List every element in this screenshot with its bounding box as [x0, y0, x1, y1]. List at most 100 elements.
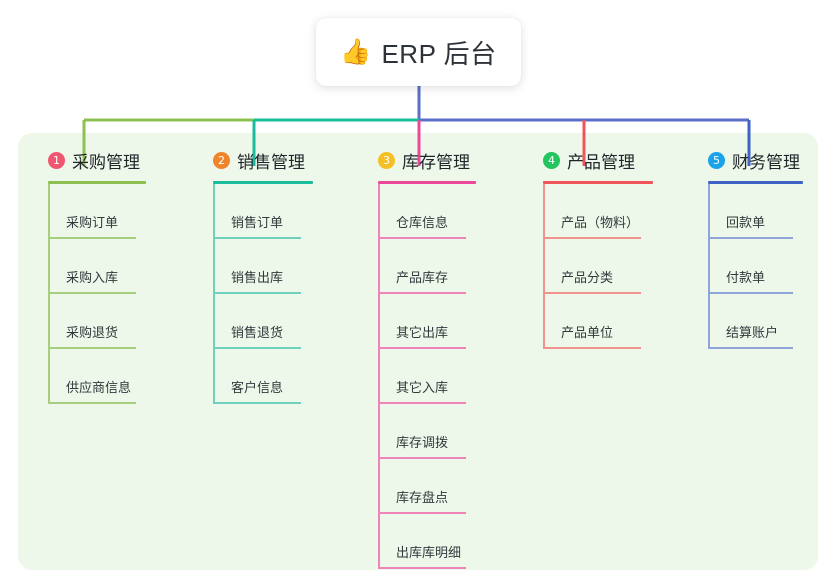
- leaf-rule: [708, 292, 793, 294]
- leaf-label: 库存盘点: [396, 490, 449, 505]
- leaf-node[interactable]: 出库库明细: [378, 514, 466, 569]
- leaf-node[interactable]: 产品库存: [378, 239, 466, 294]
- branch-column-3: 3 库存管理仓库信息产品库存其它出库其它入库库存调拨库存盘点出库库明细: [378, 148, 476, 569]
- leaf-node[interactable]: 其它出库: [378, 294, 466, 349]
- branch-title: 产品管理: [567, 152, 635, 172]
- branch-leaf-list: 仓库信息产品库存其它出库其它入库库存调拨库存盘点出库库明细: [378, 184, 466, 569]
- leaf-rule: [213, 402, 301, 404]
- leaf-label: 产品（物料）: [561, 215, 640, 230]
- leaf-node[interactable]: 其它入库: [378, 349, 466, 404]
- leaf-rule: [48, 402, 136, 404]
- branch-header-5[interactable]: 5 财务管理: [708, 148, 800, 172]
- branch-column-1: 1 采购管理采购订单采购入库采购退货供应商信息: [48, 148, 146, 404]
- leaf-label: 其它出库: [396, 325, 449, 340]
- leaf-rule: [543, 347, 641, 349]
- branch-leaf-list: 采购订单采购入库采购退货供应商信息: [48, 184, 136, 404]
- branch-header-4[interactable]: 4 产品管理: [543, 148, 635, 172]
- leaf-node[interactable]: 采购订单: [48, 184, 136, 239]
- branch-header-rule: [213, 181, 313, 184]
- root-title: ERP 后台: [381, 38, 497, 69]
- leaf-rule: [48, 237, 136, 239]
- leaf-node[interactable]: 客户信息: [213, 349, 301, 404]
- leaf-label: 销售出库: [231, 270, 284, 285]
- leaf-rule: [213, 292, 301, 294]
- leaf-rule: [708, 237, 793, 239]
- thumbs-up-icon: 👍: [340, 37, 372, 66]
- leaf-rule: [378, 347, 466, 349]
- branch-spine: [48, 184, 50, 404]
- branch-column-4: 4 产品管理产品（物料） 产品分类产品单位: [543, 148, 653, 349]
- branch-header-3[interactable]: 3 库存管理: [378, 148, 470, 172]
- branch-leaf-list: 产品（物料） 产品分类产品单位: [543, 184, 641, 349]
- leaf-rule: [378, 402, 466, 404]
- leaf-label: 产品分类: [561, 270, 614, 285]
- leaf-label: 采购退货: [66, 325, 119, 340]
- leaf-node[interactable]: 产品（物料）: [543, 184, 641, 239]
- leaf-rule: [378, 567, 466, 569]
- branch-spine: [708, 184, 710, 349]
- branch-spine: [378, 184, 380, 569]
- leaf-node[interactable]: 销售订单: [213, 184, 301, 239]
- leaf-node[interactable]: 供应商信息: [48, 349, 136, 404]
- leaf-node[interactable]: 库存盘点: [378, 459, 466, 514]
- leaf-label: 采购入库: [66, 270, 119, 285]
- leaf-rule: [378, 457, 466, 459]
- leaf-node[interactable]: 仓库信息: [378, 184, 466, 239]
- branch-leaf-list: 销售订单销售出库销售退货客户信息: [213, 184, 301, 404]
- leaf-node[interactable]: 库存调拨: [378, 404, 466, 459]
- diagram-background-panel: [18, 133, 818, 570]
- leaf-rule: [213, 237, 301, 239]
- branch-header-rule: [48, 181, 146, 184]
- branch-title: 采购管理: [72, 152, 140, 172]
- leaf-node[interactable]: 结算账户: [708, 294, 793, 349]
- leaf-rule: [378, 237, 466, 239]
- branch-spine: [213, 184, 215, 404]
- branch-title: 财务管理: [732, 152, 800, 172]
- leaf-rule: [543, 237, 641, 239]
- branch-column-5: 5 财务管理回款单付款单结算账户: [708, 148, 803, 349]
- leaf-label: 仓库信息: [396, 215, 449, 230]
- leaf-label: 其它入库: [396, 380, 449, 395]
- branch-leaf-list: 回款单付款单结算账户: [708, 184, 793, 349]
- leaf-label: 库存调拨: [396, 435, 449, 450]
- leaf-label: 客户信息: [231, 380, 284, 395]
- branch-number-badge: 1: [48, 151, 65, 169]
- branch-number-badge: 5: [708, 151, 725, 169]
- leaf-rule: [378, 512, 466, 514]
- leaf-rule: [378, 292, 466, 294]
- leaf-node[interactable]: 采购退货: [48, 294, 136, 349]
- branch-spine: [543, 184, 545, 349]
- leaf-label: 付款单: [726, 270, 766, 285]
- branch-number-badge: 4: [543, 151, 560, 169]
- leaf-node[interactable]: 付款单: [708, 239, 793, 294]
- branch-title: 库存管理: [402, 152, 470, 172]
- branch-title: 销售管理: [237, 152, 305, 172]
- leaf-label: 销售退货: [231, 325, 284, 340]
- leaf-node[interactable]: 产品分类: [543, 239, 641, 294]
- branch-header-1[interactable]: 1 采购管理: [48, 148, 140, 172]
- leaf-node[interactable]: 采购入库: [48, 239, 136, 294]
- branch-header-rule: [378, 181, 476, 184]
- leaf-node[interactable]: 销售出库: [213, 239, 301, 294]
- leaf-node[interactable]: 回款单: [708, 184, 793, 239]
- branch-header-rule: [543, 181, 653, 184]
- root-node[interactable]: 👍 ERP 后台: [316, 18, 521, 86]
- leaf-rule: [48, 347, 136, 349]
- leaf-node[interactable]: 产品单位: [543, 294, 641, 349]
- leaf-label: 采购订单: [66, 215, 119, 230]
- leaf-rule: [543, 292, 641, 294]
- leaf-rule: [48, 292, 136, 294]
- leaf-label: 结算账户: [726, 325, 779, 340]
- leaf-node[interactable]: 销售退货: [213, 294, 301, 349]
- leaf-rule: [213, 347, 301, 349]
- leaf-label: 产品库存: [396, 270, 449, 285]
- leaf-rule: [708, 347, 793, 349]
- leaf-label: 销售订单: [231, 215, 284, 230]
- leaf-label: 产品单位: [561, 325, 614, 340]
- branch-number-badge: 3: [378, 151, 395, 169]
- leaf-label: 回款单: [726, 215, 766, 230]
- leaf-label: 出库库明细: [396, 545, 462, 560]
- branch-header-rule: [708, 181, 803, 184]
